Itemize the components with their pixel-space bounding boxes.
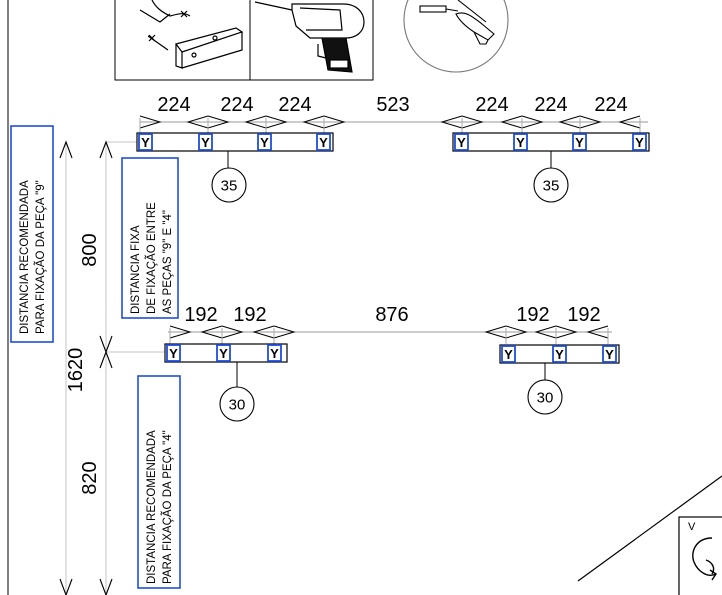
- bottom-left-bar: Y Y Y: [164, 343, 288, 363]
- corner-detail-panel: V: [577, 475, 722, 595]
- top-spacing-gap: 523: [376, 94, 409, 116]
- top-spacing-5: 224: [475, 94, 508, 116]
- dim-between-rows: 800: [79, 233, 101, 266]
- bottom-spacing-1: 192: [184, 304, 217, 326]
- top-left-bar: Y Y Y Y: [136, 132, 334, 152]
- top-right-callout: 35: [543, 178, 560, 195]
- callout-circle: [219, 386, 255, 422]
- bottom-right-callout: 30: [537, 390, 554, 407]
- marker-y: Y: [141, 135, 150, 150]
- note-recommended-piece9: DISTANCIA RECOMENDADA PARA FIXAÇÃO DA PE…: [10, 125, 54, 343]
- marker-y: Y: [555, 347, 564, 362]
- bottom-left-callout: 30: [229, 397, 246, 414]
- svg-text:DISTANCIA RECOMENDADA: DISTANCIA RECOMENDADA: [19, 180, 31, 334]
- bracket-screw-icon: [139, 0, 244, 69]
- top-spacing-2: 224: [220, 94, 253, 116]
- vertical-dim-arrows: [59, 140, 113, 595]
- callout-circle: [533, 167, 569, 203]
- dim-total-1620: 1620: [65, 348, 87, 393]
- svg-text:DE FIXAÇÃO ENTRE: DE FIXAÇÃO ENTRE: [145, 202, 158, 314]
- rotation-arrow-icon: [692, 537, 717, 581]
- top-spacing-7: 224: [594, 94, 627, 116]
- top-left-callout: 35: [221, 178, 238, 195]
- marker-y: Y: [319, 135, 328, 150]
- bottom-right-bar: Y Y Y: [499, 344, 620, 364]
- top-spacing-1: 224: [157, 94, 190, 116]
- marker-y: Y: [516, 135, 525, 150]
- callout-circle: [527, 379, 563, 415]
- vertical-guides: [65, 141, 168, 595]
- callout-circle: [211, 167, 247, 203]
- marker-y: Y: [169, 346, 178, 361]
- svg-text:PARA FIXAÇÃO DA PEÇA "9": PARA FIXAÇÃO DA PEÇA "9": [34, 180, 47, 334]
- bottom-spacing-gap: 876: [375, 304, 408, 326]
- note-recommended-piece4: DISTANCIA RECOMENDADA PARA FIXAÇÃO DA PE…: [137, 375, 181, 589]
- marker-y: Y: [605, 347, 614, 362]
- svg-text:DISTANCIA RECOMENDADA: DISTANCIA RECOMENDADA: [146, 430, 158, 584]
- note-fixed-between: DISTANCIA FIXA DE FIXAÇÃO ENTRE AS PEÇAS…: [121, 157, 179, 319]
- marker-y: Y: [201, 135, 210, 150]
- top-row: 224 224 224 523 224 224 224 Y Y Y Y 35: [136, 94, 650, 203]
- marker-y: Y: [219, 346, 228, 361]
- bottom-spacing-2: 192: [233, 304, 266, 326]
- top-spacing-3: 224: [278, 94, 311, 116]
- illustration-strip: [114, 0, 509, 81]
- dim-bottom: 820: [79, 461, 101, 494]
- power-drill-icon: [254, 1, 365, 73]
- top-right-bar: Y Y Y Y: [452, 132, 650, 152]
- top-spacing-6: 224: [534, 94, 567, 116]
- marker-y: Y: [260, 135, 269, 150]
- bottom-spacing-5: 192: [567, 304, 600, 326]
- illustration-frame-drill: [249, 0, 374, 81]
- svg-text:PARA FIXAÇÃO DA PEÇA "4": PARA FIXAÇÃO DA PEÇA "4": [161, 430, 174, 584]
- bottom-row: 192 192 876 192 192 Y Y Y 30: [164, 304, 620, 422]
- marker-y: Y: [270, 346, 279, 361]
- svg-text:AS PEÇAS "9" E "4": AS PEÇAS "9" E "4": [162, 210, 174, 314]
- marker-y: Y: [457, 135, 466, 150]
- svg-text:DISTANCIA FIXA: DISTANCIA FIXA: [130, 225, 142, 314]
- marker-y: Y: [575, 135, 584, 150]
- marker-y: Y: [504, 347, 513, 362]
- panel-label: V: [688, 521, 696, 533]
- bottom-spacing-4: 192: [516, 304, 549, 326]
- hammer-anchor-icon: [403, 0, 509, 73]
- marker-y: Y: [635, 135, 644, 150]
